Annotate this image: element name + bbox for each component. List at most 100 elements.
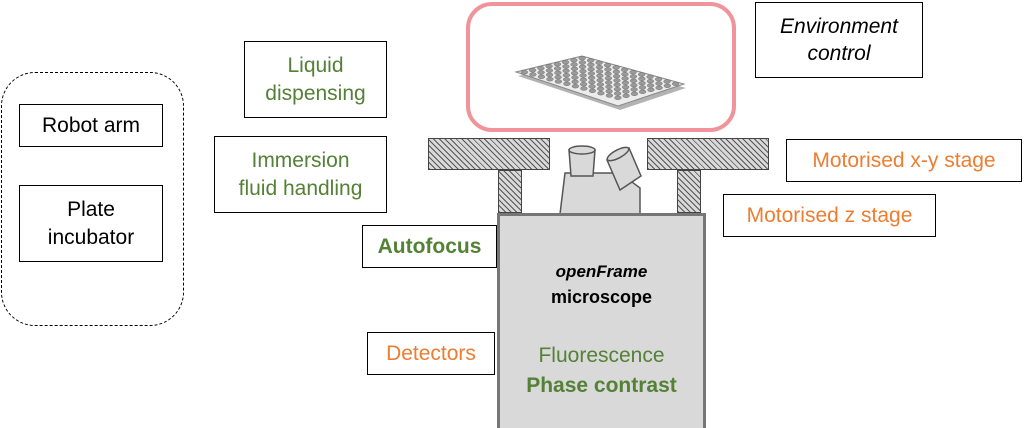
plate-well [612, 65, 620, 70]
plate-well [629, 70, 637, 75]
plate-well [630, 87, 638, 92]
autofocus-box: Autofocus [362, 225, 497, 268]
xy-stage-left-plate [428, 138, 550, 170]
plate-well [561, 60, 570, 65]
plate-well [520, 70, 529, 75]
plate-well [588, 80, 596, 85]
liquid-dispensing-box: Liquid dispensing [244, 41, 387, 118]
plate-well [570, 71, 579, 76]
plate-well [596, 82, 605, 87]
plate-well [646, 74, 654, 79]
plate-well [621, 76, 629, 81]
plate-well [579, 82, 588, 87]
plate-well [613, 82, 621, 87]
plate-well [578, 56, 586, 61]
liquid-dispensing-label-line2: dispensing [265, 81, 366, 105]
immersion-fluid-label-line1: Immersion [251, 149, 350, 173]
z-stage-box: Motorised z stage [723, 194, 936, 237]
plate-well [605, 84, 613, 89]
plate-well [570, 58, 578, 63]
detectors-label: Detectors [386, 341, 476, 365]
plate-well [553, 62, 562, 67]
plate-well [563, 81, 571, 86]
plate-well [595, 65, 604, 70]
plate-wells [520, 56, 680, 100]
immersion-fluid-box: Immersion fluid handling [214, 136, 387, 213]
plate-well [580, 86, 588, 91]
microscope-body: openFrame microscope Fluorescence Phase … [497, 213, 706, 428]
plate-well [629, 78, 638, 83]
fluorescence-label: Fluorescence [538, 344, 665, 367]
plate-well [613, 78, 621, 83]
plate-well [587, 62, 595, 67]
plate-incubator-box: Plate incubator [19, 185, 163, 262]
plate-well [545, 68, 554, 73]
plate-well [578, 64, 587, 69]
plate-well [638, 81, 646, 86]
plate-well [562, 68, 570, 73]
plate-well [537, 66, 545, 71]
objective-right-top [606, 146, 630, 162]
plate-well [554, 70, 562, 75]
plate-well [613, 87, 622, 92]
objective-left-top [568, 145, 596, 155]
plate-well [638, 89, 647, 94]
plate-incubator-label-line2: incubator [47, 225, 135, 249]
plate-well [553, 66, 562, 71]
plate-well [671, 81, 680, 86]
plate-incubator-label-line1: Plate [67, 198, 115, 222]
plate-well [554, 75, 562, 80]
plate-well [537, 74, 546, 79]
plate-well [622, 89, 630, 94]
xy-stage-box: Motorised x-y stage [786, 139, 1022, 182]
plate-well [528, 68, 537, 73]
plate-well [605, 93, 614, 98]
plate-well [578, 60, 587, 65]
microscope-name: microscope [550, 287, 653, 307]
plate-well [570, 62, 578, 67]
plate-well [629, 74, 638, 79]
z-stage-left-post [498, 170, 522, 213]
autofocus-label: Autofocus [377, 234, 482, 258]
well-plate-frame [466, 2, 736, 132]
plate-well [562, 73, 571, 78]
robot-arm-box: Robot arm [19, 104, 163, 147]
plate-well [570, 66, 579, 71]
plate-well [595, 69, 604, 74]
plate-well [646, 79, 655, 84]
immersion-fluid-label-line2: fluid handling [238, 176, 363, 200]
plate-well [596, 78, 604, 83]
plate-well [613, 91, 622, 96]
plate-well [621, 80, 630, 85]
environment-control-box: Environment control [755, 2, 923, 78]
plate-well [630, 91, 639, 96]
plate-well [587, 71, 596, 76]
plate-well [588, 88, 597, 93]
plate-well [621, 85, 630, 90]
plate-well [587, 75, 596, 80]
plate-well [603, 63, 612, 68]
plate-well [554, 79, 563, 84]
environment-control-label-line2: control [807, 42, 871, 65]
external-automation-group [1, 72, 184, 326]
plate-well [595, 60, 603, 65]
plate-well [545, 64, 553, 69]
plate-well [571, 75, 579, 80]
plate-well [604, 67, 612, 72]
plate-well [562, 77, 571, 82]
plate-well [612, 69, 621, 74]
plate-well [579, 73, 587, 78]
plate-well [546, 77, 554, 82]
plate-well [571, 79, 579, 84]
plate-well [638, 85, 647, 90]
plate-well [622, 93, 630, 98]
phase-contrast-label: Phase contrast [526, 374, 677, 397]
plate-well [604, 80, 613, 85]
well-plate-illustration [514, 55, 686, 110]
plate-well [586, 58, 595, 63]
plate-well [663, 83, 672, 88]
liquid-dispensing-label-line1: Liquid [287, 54, 344, 78]
plate-well [537, 70, 545, 75]
plate-well [654, 77, 663, 82]
plate-well [614, 95, 622, 100]
